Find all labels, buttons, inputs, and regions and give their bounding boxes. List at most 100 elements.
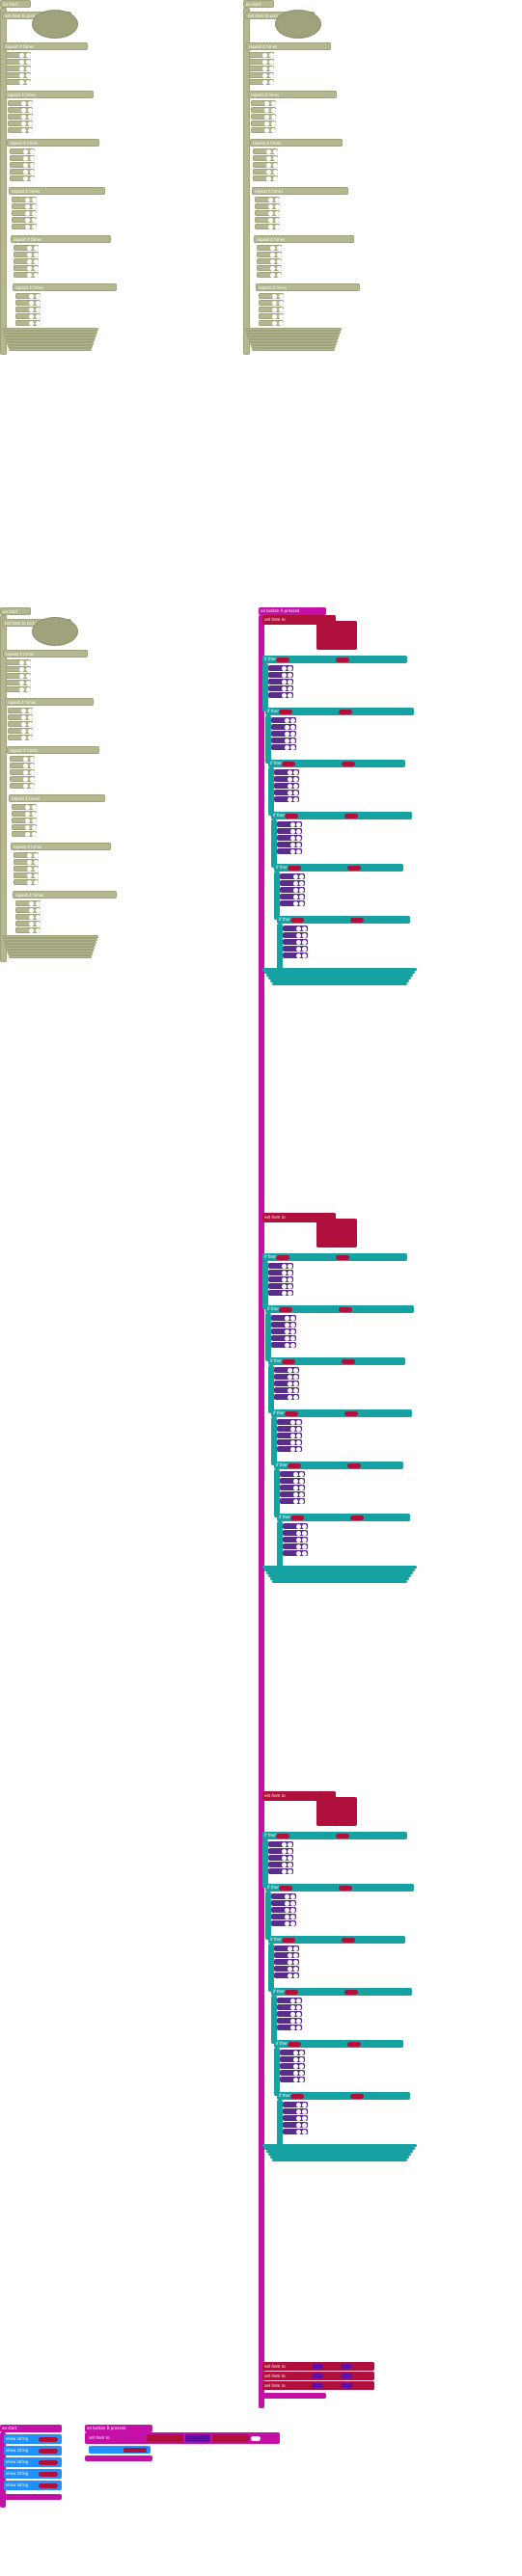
number-input[interactable] <box>296 946 301 952</box>
number-input[interactable] <box>271 107 276 113</box>
number-input[interactable] <box>296 1537 301 1543</box>
number-input[interactable] <box>288 1862 292 1867</box>
if-then-block[interactable]: if then <box>271 1409 412 1417</box>
led-plot-block[interactable] <box>268 1270 293 1275</box>
led-plot-block[interactable] <box>277 2004 302 2010</box>
number-input[interactable] <box>27 879 32 885</box>
number-input[interactable] <box>36 927 41 933</box>
led-plot-block[interactable] <box>283 2129 308 2134</box>
number-input[interactable] <box>296 1419 301 1425</box>
number-input[interactable] <box>299 2077 304 2082</box>
number-input[interactable] <box>293 1945 298 1951</box>
number-input[interactable] <box>290 724 295 730</box>
led-plot-block[interactable] <box>271 1914 296 1919</box>
led-plot-block[interactable] <box>283 1543 308 1549</box>
number-input[interactable] <box>293 2056 298 2062</box>
number-input[interactable] <box>293 1491 298 1497</box>
condition-input[interactable] <box>336 1833 349 1838</box>
number-input[interactable] <box>299 900 304 906</box>
number-input[interactable] <box>268 203 273 209</box>
number-input[interactable] <box>285 1900 289 1906</box>
number-input[interactable] <box>30 763 35 768</box>
number-input[interactable] <box>275 217 280 223</box>
led-plot-block[interactable] <box>283 1537 308 1543</box>
condition-input[interactable] <box>290 917 304 923</box>
number-input[interactable] <box>27 252 32 257</box>
condition-input[interactable] <box>276 1254 289 1260</box>
number-input[interactable] <box>277 252 282 257</box>
variable-reporter[interactable] <box>147 2434 183 2442</box>
number-input[interactable] <box>288 1270 292 1275</box>
number-input[interactable] <box>34 272 39 278</box>
number-input[interactable] <box>299 2070 304 2076</box>
number-input[interactable] <box>21 100 26 106</box>
number-input[interactable] <box>28 735 33 740</box>
number-input[interactable] <box>266 162 271 168</box>
led-plot-block[interactable] <box>283 1530 308 1536</box>
number-input[interactable] <box>285 1920 289 1926</box>
number-input[interactable] <box>288 1276 292 1282</box>
led-plot-block[interactable] <box>280 873 305 879</box>
number-input[interactable] <box>293 1972 298 1978</box>
number-input[interactable] <box>302 1530 307 1536</box>
number-input[interactable] <box>293 2050 298 2055</box>
led-plot-block[interactable] <box>283 2102 308 2107</box>
led-plot-block[interactable] <box>274 783 299 789</box>
number-input[interactable] <box>277 265 282 271</box>
number-input[interactable] <box>302 939 307 945</box>
number-input[interactable] <box>296 1543 301 1549</box>
number-input[interactable] <box>299 1498 304 1504</box>
number-input[interactable] <box>282 685 287 691</box>
number-input[interactable] <box>25 203 30 209</box>
number-input[interactable] <box>290 848 295 854</box>
number-input[interactable] <box>23 169 28 174</box>
number-input[interactable] <box>290 1335 295 1341</box>
number-input[interactable] <box>293 1374 298 1380</box>
condition-input[interactable] <box>279 1306 292 1312</box>
repeat-loop-block[interactable]: repeat 4 times <box>254 235 354 243</box>
condition-input[interactable] <box>282 1358 295 1364</box>
led-plot-block[interactable] <box>274 1959 299 1965</box>
number-input[interactable] <box>36 900 41 906</box>
number-input[interactable] <box>27 872 32 878</box>
led-plot-block[interactable] <box>283 2115 308 2121</box>
led-plot-block[interactable] <box>277 848 302 854</box>
number-input[interactable] <box>302 1550 307 1556</box>
repeat-loop-block[interactable]: repeat 4 times <box>256 283 360 291</box>
number-input[interactable] <box>288 1367 292 1373</box>
number-input[interactable] <box>29 307 34 312</box>
led-plot-block[interactable] <box>277 1433 302 1438</box>
number-input[interactable] <box>36 914 41 920</box>
led-plot-block[interactable] <box>280 1498 305 1504</box>
number-input[interactable] <box>285 1335 289 1341</box>
number-input[interactable] <box>23 155 28 161</box>
number-input[interactable] <box>296 1426 301 1432</box>
number-input[interactable] <box>19 666 24 672</box>
number-input[interactable] <box>290 828 295 834</box>
number-input[interactable] <box>293 1966 298 1972</box>
number-input[interactable] <box>36 320 41 326</box>
number-input[interactable] <box>296 2018 301 2024</box>
number-input[interactable] <box>293 873 298 879</box>
number-input[interactable] <box>36 921 41 926</box>
number-input[interactable] <box>277 245 282 251</box>
number-input[interactable] <box>288 796 292 802</box>
led-plot-block[interactable] <box>271 1900 296 1906</box>
number-input[interactable] <box>32 224 37 229</box>
number-input[interactable] <box>26 659 31 665</box>
number-input[interactable] <box>296 842 301 847</box>
number-input[interactable] <box>27 272 32 278</box>
led-plot-block[interactable] <box>274 1387 299 1393</box>
number-input[interactable] <box>279 320 284 326</box>
number-input[interactable] <box>29 900 34 906</box>
number-input[interactable] <box>282 1270 287 1275</box>
number-input[interactable] <box>270 265 275 271</box>
number-input[interactable] <box>264 100 269 106</box>
number-input[interactable] <box>29 320 34 326</box>
number-input[interactable] <box>282 672 287 678</box>
led-plot-block[interactable] <box>271 1893 296 1899</box>
repeat-loop-block[interactable]: repeat 4 times <box>7 139 99 147</box>
number-input[interactable] <box>293 900 298 906</box>
number-input[interactable] <box>270 252 275 257</box>
number-input[interactable] <box>302 2129 307 2134</box>
